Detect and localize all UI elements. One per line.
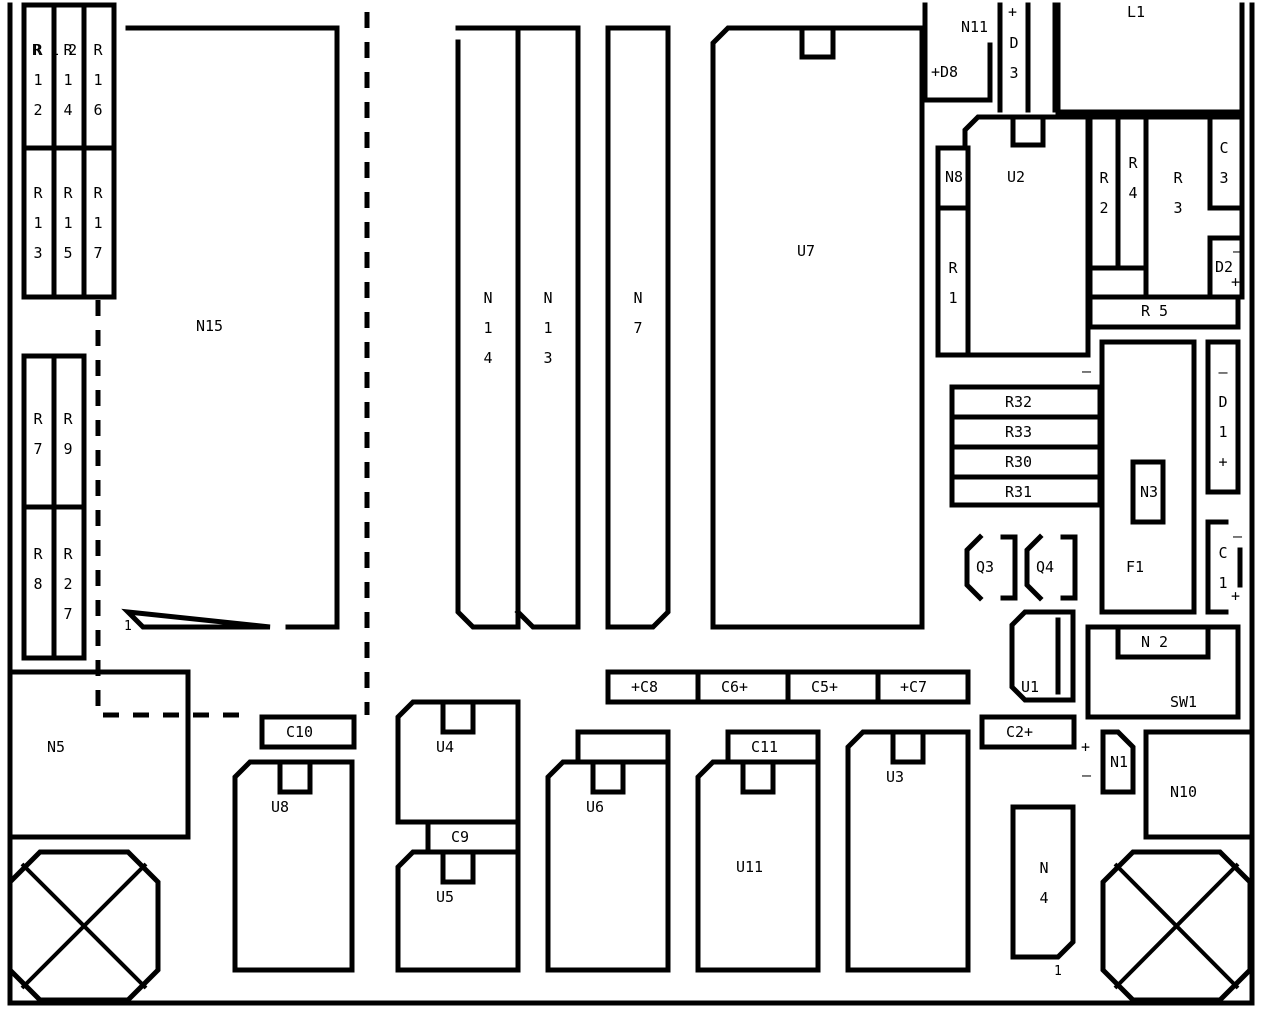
n15-outline [121,25,340,630]
q3-outline [964,533,1018,602]
u4-notch [440,699,476,735]
u8-notch [277,759,313,795]
d1-outline [1205,339,1241,495]
c2-outline [979,714,1077,750]
r5-outline [1087,294,1241,330]
n7-outline [605,25,671,630]
sw1-outline [1085,624,1241,720]
capacitor-row [605,669,971,705]
u1-outline [1009,609,1076,703]
u11-outline [695,729,821,973]
n10-outline [1143,729,1255,840]
u6-outline [545,729,671,973]
dashed-outline-left [95,300,250,718]
u2-notch [1010,114,1046,148]
n4-outline [1010,804,1076,960]
label-r12: R 1 2 [32,41,77,59]
mounting-hole-left [7,849,161,1003]
n14-outline [455,25,521,630]
u2-outline [935,114,1091,358]
n5-outline [7,669,191,840]
c10-outline [259,714,357,750]
resistor-array-top-left [21,2,117,300]
n3-outline [1130,459,1166,525]
u8-outline [232,759,355,973]
top-right-area [922,2,1245,115]
n2-outline [1115,624,1211,660]
u7-outline [710,25,925,630]
f1-outline [1099,339,1197,615]
c1-outline [1205,519,1243,615]
u7-notch [799,25,836,60]
u5-notch [440,849,476,885]
resistor-array-left [21,353,87,661]
board-outline [7,2,1255,1006]
u4-outline [395,699,521,825]
u3-outline [845,729,971,973]
n1-outline [1100,729,1136,795]
u5-outline [395,849,521,973]
u11-notch [740,759,776,795]
mounting-hole-right [1100,849,1253,1003]
n13-outline [514,25,581,630]
resistor-stack [949,384,1103,508]
c9-outline [425,819,521,855]
u6-notch [590,759,626,795]
q4-outline [1024,533,1078,602]
u3-notch [890,729,926,765]
